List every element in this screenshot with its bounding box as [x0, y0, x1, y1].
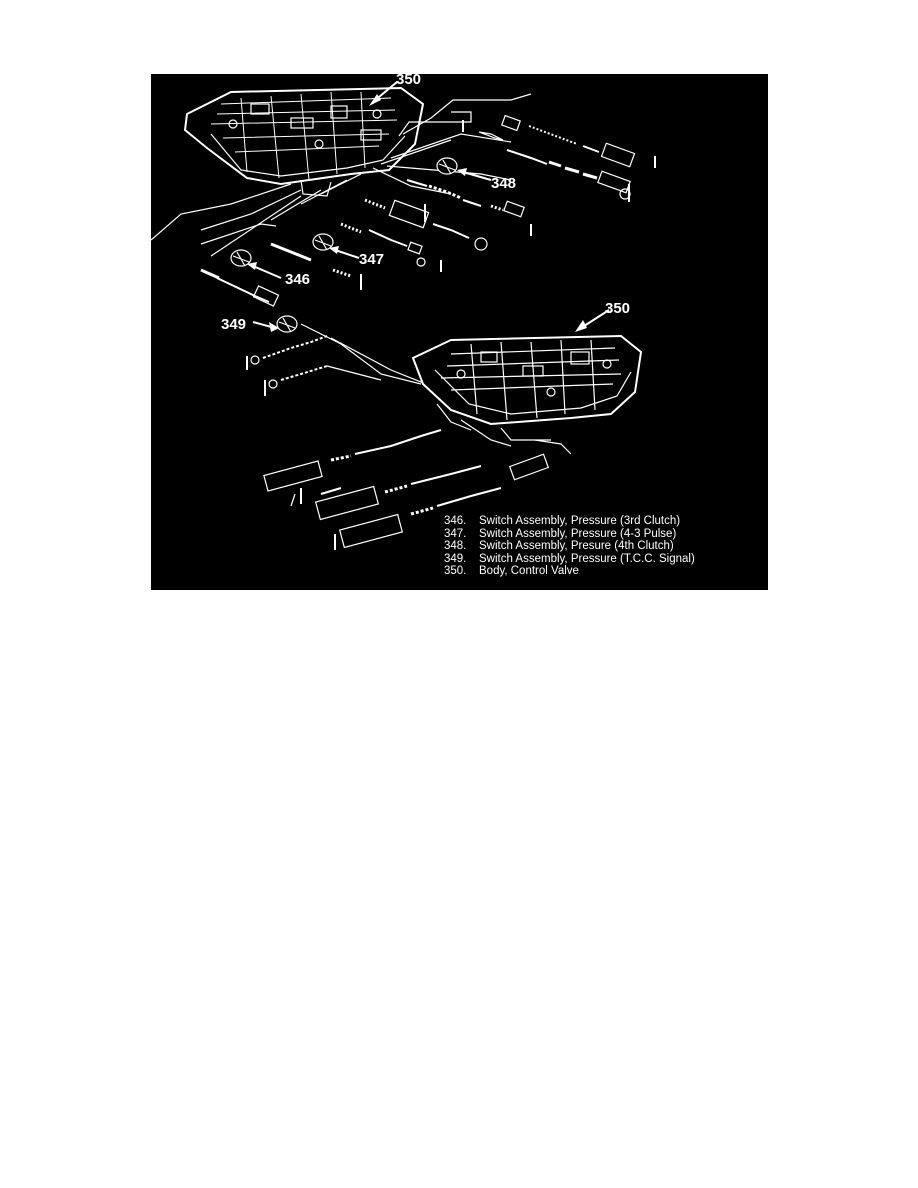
leader-348	[462, 171, 492, 181]
legend-item-350: 350.Body, Control Valve	[444, 565, 579, 578]
callout-347: 347	[359, 251, 385, 268]
callout-349: 349	[221, 316, 247, 333]
legend-item-347: 347.Switch Assembly, Pressure (4-3 Pulse…	[444, 527, 677, 540]
valve-train-left-long	[200, 268, 280, 307]
diagram-artwork	[151, 81, 656, 550]
valve-train-lower-left	[270, 242, 362, 290]
leader-346	[252, 265, 282, 279]
control-valve-body-top	[183, 86, 425, 197]
pressure-switch-349	[276, 315, 298, 333]
legend-item-346: 346.Switch Assembly, Pressure (3rd Clutc…	[444, 515, 681, 527]
pressure-switch-347	[312, 233, 334, 251]
legend-item-349: 349.Switch Assembly, Pressure (T.C.C. Si…	[444, 552, 695, 565]
valve-train-bottom	[263, 429, 550, 550]
pressure-switch-348	[436, 157, 458, 175]
callout-350-top: 350	[396, 74, 422, 88]
control-valve-body-bottom	[411, 334, 643, 426]
callout-348: 348	[491, 175, 517, 192]
pressure-switch-346	[230, 249, 252, 267]
valve-train-middle	[340, 179, 532, 272]
exploded-valve-body-diagram: 350 348 347 346 349 350 346.Switch Assem…	[151, 74, 768, 590]
small-valves-left	[246, 335, 328, 396]
leader-347	[334, 249, 360, 259]
parts-legend: 346.Switch Assembly, Pressure (3rd Clutc…	[444, 515, 764, 578]
valve-train-upper	[462, 114, 656, 202]
callout-350-bottom: 350	[605, 300, 631, 317]
callout-346: 346	[285, 271, 311, 288]
legend-item-348: 348.Switch Assembly, Presure (4th Clutch…	[444, 540, 674, 553]
leader-350-bottom	[580, 309, 610, 329]
